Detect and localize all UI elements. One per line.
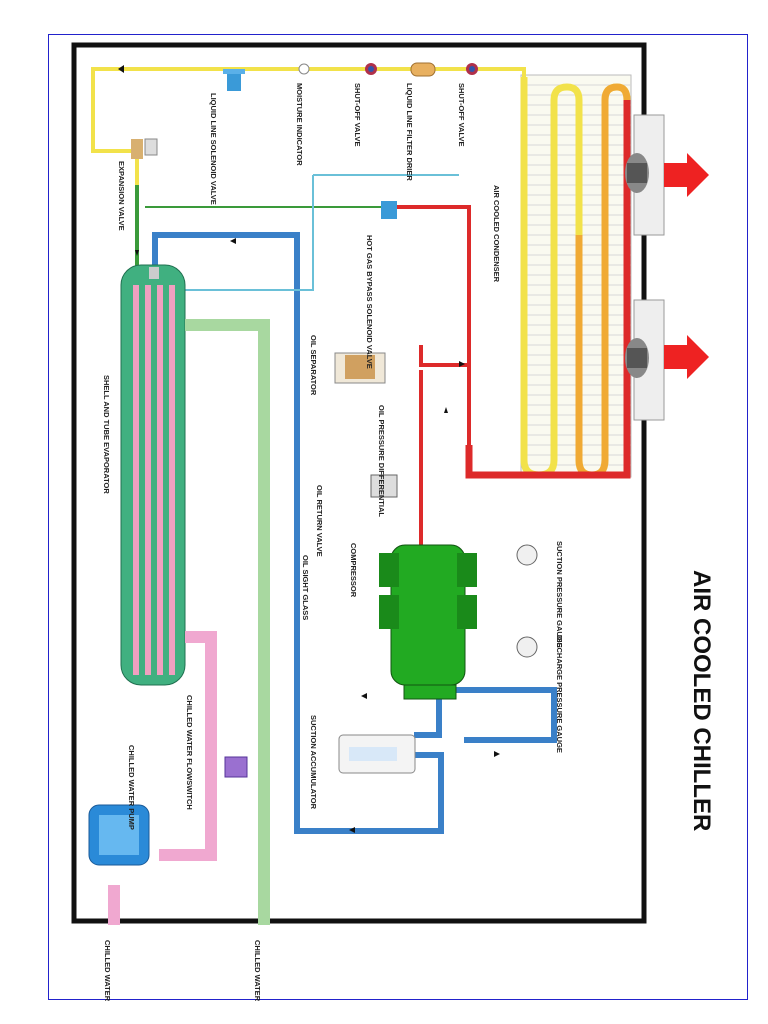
solenoid-valve-label: LIQUID LINE SOLENOID VALVE bbox=[209, 93, 218, 205]
flowswitch bbox=[224, 756, 248, 778]
suction-line bbox=[152, 232, 444, 834]
chilled-water-pump bbox=[88, 804, 150, 866]
suction-pressure-gauge bbox=[516, 544, 538, 566]
condenser-fan-bottom bbox=[625, 299, 665, 421]
shutoff-valve-1-label: SHUT-OFF VALVE bbox=[457, 83, 466, 146]
flowswitch-label: CHILLED WATER FLOWSWITCH bbox=[185, 695, 194, 810]
airflow-arrow-top bbox=[664, 153, 709, 197]
shutoff-valve-2 bbox=[365, 63, 377, 75]
flow-arrows bbox=[118, 65, 500, 833]
moisture-indicator bbox=[298, 63, 310, 75]
oil-separator bbox=[334, 352, 386, 384]
suction-accumulator-label: SUCTION ACCUMULATOR bbox=[309, 715, 318, 810]
chilled-water-return-pipe bbox=[159, 631, 217, 861]
expansion-valve-label: EXPANSION VALVE bbox=[117, 161, 126, 231]
filter-drier bbox=[410, 62, 436, 77]
suction-gauge-label: SUCTION PRESSURE GAUGE bbox=[555, 541, 564, 648]
expansion-valve bbox=[131, 138, 158, 159]
oil-pressure-diff-label: OIL PRESSURE DIFFERENTIAL bbox=[377, 405, 386, 517]
shell-and-tube-evaporator bbox=[120, 264, 186, 686]
discharge-gauge-label: DISCHARGE PRESSURE GAUGE bbox=[555, 635, 564, 753]
condenser-fan-top bbox=[625, 114, 665, 236]
suction-accumulator bbox=[338, 734, 416, 774]
oil-pressure-differential bbox=[370, 474, 398, 498]
hot-gas-bypass-label: HOT GAS BYPASS SOLENOID VALVE bbox=[365, 235, 374, 369]
liquid-line bbox=[91, 67, 526, 245]
oil-return-valve-label: OIL RETURN VALVE bbox=[315, 485, 324, 557]
oil-separator-label: OIL SEPARATOR bbox=[309, 335, 318, 396]
hot-gas-bypass-valve bbox=[381, 201, 397, 219]
airflow-arrow-bottom bbox=[664, 335, 709, 379]
filter-drier-label: LIQUID LINE FILTER DRIER bbox=[405, 83, 414, 181]
moisture-indicator-label: MOISTURE INDICATOR bbox=[295, 83, 304, 166]
hot-gas-line bbox=[389, 205, 471, 445]
compressor-label: COMPRESSOR bbox=[349, 543, 358, 598]
chilled-water-supply-pipe bbox=[185, 319, 270, 925]
title: AIR COOLED CHILLER bbox=[688, 570, 715, 831]
condenser-coil bbox=[465, 74, 632, 479]
shutoff-valve-2-label: SHUT-OFF VALVE bbox=[353, 83, 362, 146]
pump-label: CHILLED WATER PUMP bbox=[127, 745, 136, 830]
compressor bbox=[379, 544, 477, 700]
water-return-label: CHILLED WATER RETURN bbox=[103, 940, 112, 1001]
evaporator-label: SHELL AND TUBE EVAPORATOR bbox=[102, 375, 111, 494]
condenser-label: AIR COOLED CONDENSER bbox=[492, 185, 501, 283]
discharge-pressure-gauge bbox=[516, 636, 538, 658]
solenoid-valve bbox=[223, 69, 245, 91]
water-supply-label: CHILLED WATER SUPPLY bbox=[253, 940, 262, 1001]
shutoff-valve-1 bbox=[466, 63, 478, 75]
diagram-frame: AIR COOLED CHILLER AIR COOLED CONDENSER … bbox=[48, 34, 748, 1024]
chiller-diagram: AIR COOLED CHILLER AIR COOLED CONDENSER … bbox=[71, 42, 715, 1024]
oil-sight-glass-label: OIL SIGHT GLASS bbox=[301, 555, 310, 620]
